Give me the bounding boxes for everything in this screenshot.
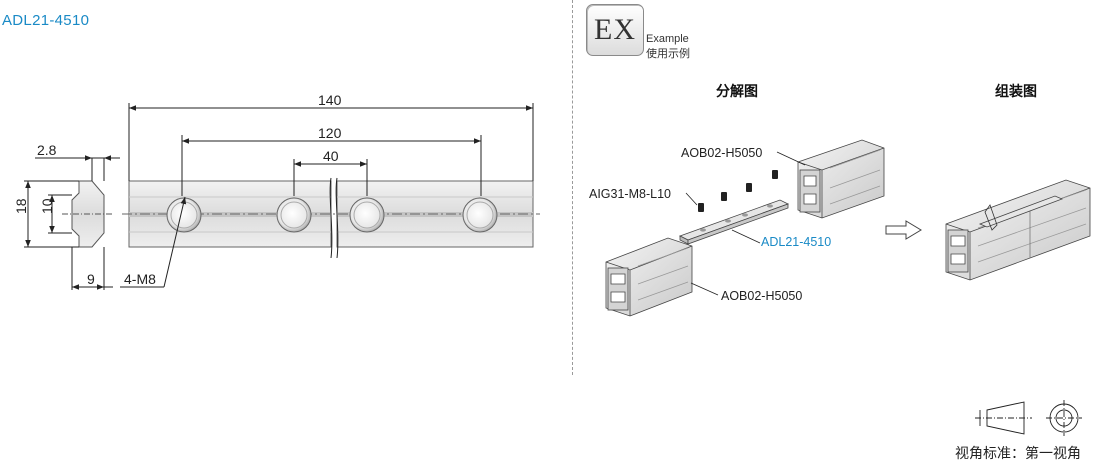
part-number-title: ADL21-4510 — [2, 12, 90, 29]
example-label-en: Example — [646, 33, 689, 45]
projection-standard-label: 视角标准：第一视角 — [955, 445, 1081, 461]
assembled-view — [945, 179, 1091, 281]
exploded-view-heading: 分解图 — [716, 83, 758, 99]
assembly-arrow-icon — [885, 220, 922, 240]
callout-leaders — [685, 151, 806, 296]
callout-screws: AIG31-M8-L10 — [589, 187, 671, 201]
assembled-view-heading: 组装图 — [995, 83, 1037, 99]
dim-overall-length: 140 — [318, 92, 342, 108]
example-badge-text: EX — [594, 13, 636, 46]
set-screw — [698, 203, 704, 212]
dim-base-width: 9 — [87, 271, 95, 287]
set-screw — [746, 183, 752, 192]
mounting-hole — [276, 197, 312, 233]
set-screw — [721, 192, 727, 201]
first-angle-projection-icon — [975, 400, 1082, 436]
dim-height: 18 — [13, 198, 29, 214]
exploded-view — [605, 139, 885, 317]
plan-dimension-lines — [120, 103, 534, 288]
dim-hole-span-inner: 40 — [323, 148, 339, 164]
set-screw — [772, 170, 778, 179]
dim-top-width: 2.8 — [37, 142, 57, 158]
section-divider — [572, 0, 573, 375]
cross-section-view — [24, 155, 120, 290]
mounting-hole — [349, 197, 385, 233]
callout-part: ADL21-4510 — [761, 235, 831, 249]
mounting-hole — [462, 197, 498, 233]
example-badge: EX — [586, 4, 644, 56]
dim-hole-span-outer: 120 — [318, 125, 342, 141]
dim-holes: 4-M8 — [124, 271, 156, 287]
example-label-cn: 使用示例 — [646, 48, 690, 60]
callout-profile-top: AOB02-H5050 — [681, 146, 762, 160]
callout-profile-bottom: AOB02-H5050 — [721, 289, 802, 303]
dim-inner-height: 10 — [39, 198, 55, 214]
